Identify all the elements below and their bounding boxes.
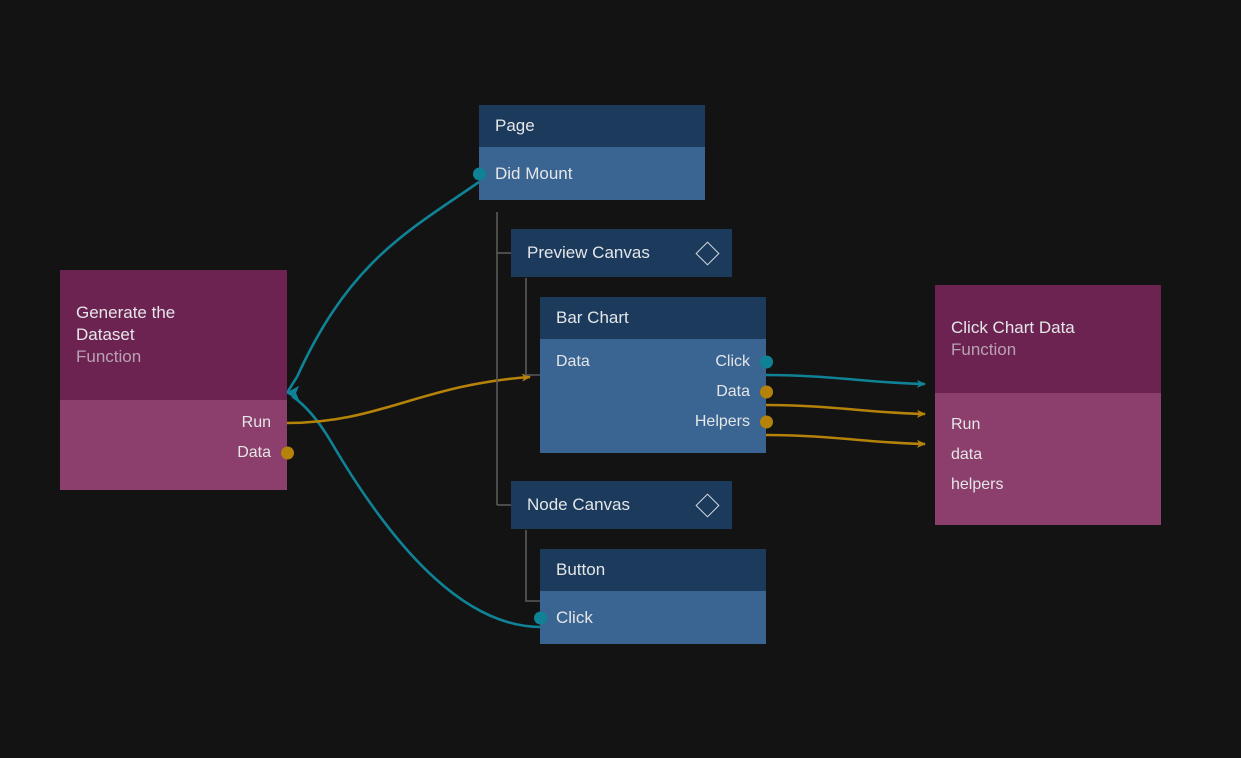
node-page[interactable]: Page Did Mount [472, 105, 705, 201]
diamond-icon [695, 240, 720, 266]
node-generate-dataset-title: Generate the Dataset Function [60, 270, 287, 401]
node-node-canvas[interactable]: Node Canvas [511, 481, 732, 529]
port-label-bar-chart-click: Click [715, 353, 750, 371]
node-bar-chart[interactable]: Bar Chart Data Click Data Helpers [540, 297, 773, 454]
node-generate-dataset-name: Generate the Dataset [76, 303, 176, 345]
edge-generate-data-to-barchart-data [286, 373, 531, 425]
node-bar-chart-body: Data Click Data Helpers [540, 339, 773, 454]
port-label-generate-dataset-data: Data [237, 444, 271, 462]
port-row-generate-dataset-run[interactable]: Run [60, 408, 287, 438]
node-button-body: Click [533, 591, 766, 645]
node-button-title: Button [540, 549, 766, 592]
edge-button-click-to-generate-run [291, 394, 542, 629]
port-dot-generate-dataset-data[interactable] [280, 446, 294, 460]
port-label-click-chart-data-helpers: helpers [951, 476, 1004, 494]
node-click-chart-data-title: Click Chart Data Function [935, 285, 1161, 394]
node-page-title: Page [479, 105, 705, 148]
port-row-click-chart-data-helpers[interactable]: helpers [935, 470, 1161, 500]
node-click-chart-data[interactable]: Click Chart Data Function Run data helpe… [935, 285, 1161, 526]
port-row-bar-chart-helpers[interactable]: Helpers [540, 407, 773, 437]
port-label-click-chart-data-data: data [951, 446, 983, 464]
node-preview-canvas-title: Preview Canvas [527, 243, 650, 262]
node-node-canvas-row[interactable]: Node Canvas [511, 481, 732, 529]
port-dot-page-did-mount[interactable] [472, 167, 486, 181]
port-row-click-chart-data-data[interactable]: data [935, 440, 1161, 470]
node-button[interactable]: Button Click [533, 549, 766, 645]
node-bar-chart-title: Bar Chart [540, 297, 766, 340]
port-label-button-click: Click [556, 607, 593, 627]
port-row-page-did-mount[interactable]: Did Mount [472, 147, 705, 200]
node-generate-dataset-body: Run Data [60, 400, 294, 491]
diamond-icon [695, 492, 720, 518]
edge-barchart-click-to-clickchart-run [765, 373, 926, 388]
port-row-generate-dataset-data[interactable]: Data [60, 438, 294, 468]
node-node-canvas-title: Node Canvas [527, 495, 631, 514]
port-row-button-click[interactable]: Click [533, 591, 766, 644]
node-click-chart-data-body: Run data helpers [935, 393, 1161, 526]
node-click-chart-data-name: Click Chart Data [951, 318, 1075, 338]
edge-arrowhead-generate-run-b [286, 386, 299, 400]
edge-page-didmount-tail [285, 376, 299, 394]
port-dot-bar-chart-helpers[interactable] [759, 415, 773, 429]
port-label-bar-chart-data-in: Data [556, 353, 590, 371]
node-preview-canvas-row[interactable]: Preview Canvas [511, 229, 732, 277]
port-label-click-chart-data-run: Run [951, 416, 981, 434]
edge-barchart-data-to-clickchart-data [765, 403, 926, 418]
port-dot-button-click[interactable] [533, 611, 547, 625]
node-page-body: Did Mount [472, 147, 705, 201]
tree-line-node-canvas-to-button [525, 530, 540, 602]
port-label-page-did-mount: Did Mount [495, 163, 573, 183]
node-click-chart-data-subtitle: Function [951, 340, 1017, 360]
node-preview-canvas[interactable]: Preview Canvas [511, 229, 732, 277]
edge-page-didmount-to-generate-run-draw [295, 180, 480, 378]
port-row-bar-chart-data-out[interactable]: Data [540, 377, 773, 407]
port-dot-bar-chart-click[interactable] [759, 355, 773, 369]
port-label-bar-chart-data-out: Data [716, 383, 750, 401]
node-generate-dataset[interactable]: Generate the Dataset Function Run Data [60, 270, 294, 491]
edge-arrowhead-generate-run-a [286, 386, 299, 400]
port-label-generate-dataset-run: Run [241, 414, 271, 432]
port-row-bar-chart-click[interactable]: Click [540, 347, 773, 377]
port-dot-bar-chart-data-out[interactable] [759, 385, 773, 399]
edge-barchart-helpers-to-clickchart-helpers [765, 433, 926, 448]
port-label-bar-chart-helpers: Helpers [694, 413, 750, 431]
node-generate-dataset-subtitle: Function [76, 347, 142, 367]
port-row-click-chart-data-run[interactable]: Run [935, 410, 1161, 440]
port-row-bar-chart-data-in[interactable]: Data [540, 347, 766, 377]
